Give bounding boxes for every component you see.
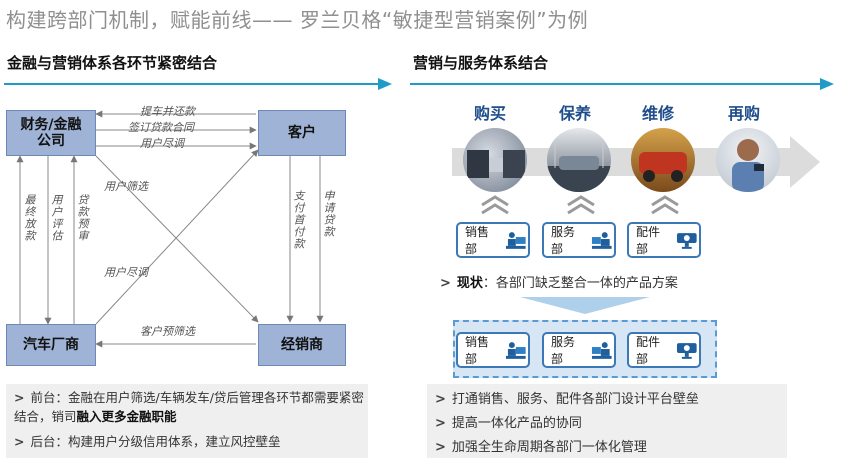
service-desk-icon (592, 342, 613, 359)
goal-item: >打通销售、服务、配件各部门设计平台壁垒 (435, 392, 699, 407)
status-line: >现状：各部门缺乏整合一体的产品方案 (440, 276, 678, 291)
repurchase-customer-photo (716, 128, 780, 192)
stage-purchase: 购买 (474, 104, 507, 123)
label-final-loan: 最终放款 (23, 194, 36, 242)
finance-company-box: 财务/金融 公司 (6, 110, 96, 156)
chevron-right-icon: > (14, 434, 25, 449)
goal-item: >提高一体化产品的协同 (435, 416, 582, 431)
goal-item: >加强全生命周期各部门一体化管理 (435, 440, 647, 455)
handshake-photo (463, 128, 527, 192)
chevron-right-icon: > (435, 392, 446, 407)
label-user-screen: 用户筛选 (104, 180, 148, 193)
oem-box: 汽车厂商 (6, 324, 96, 366)
left-notes-panel: >前台：金融在用户筛选/车辆发车/贷后管理各环节都需要紧密结合，销司融入更多金融… (6, 384, 368, 458)
dept-sales-integrated: 销售部 (456, 332, 530, 368)
dept-parts: 配件部 (627, 222, 701, 258)
label-apply-loan: 申请贷款 (322, 190, 335, 238)
sales-desk-icon (506, 232, 527, 249)
label-due-diligence-diag: 用户尽调 (104, 266, 148, 279)
goals-panel: >打通销售、服务、配件各部门设计平台壁垒 >提高一体化产品的协同 >加强全生命周… (427, 384, 787, 458)
label-user-eval: 用户评估 (50, 194, 63, 242)
label-loan-review: 贷款预审 (76, 194, 89, 242)
chevron-up-icon (481, 195, 679, 215)
chevron-right-icon: > (435, 416, 446, 431)
stage-maintenance: 保养 (559, 104, 592, 123)
label-due-diligence-top: 用户尽调 (140, 137, 184, 150)
label-sign-contract: 签订贷款合同 (128, 121, 194, 134)
label-down-payment: 支付首付款 (292, 190, 305, 250)
stage-repurchase: 再购 (728, 104, 761, 123)
service-bay-photo (547, 128, 611, 192)
service-desk-icon (592, 232, 613, 249)
right-section-heading: 营销与服务体系结合 (413, 54, 549, 72)
dept-parts-integrated: 配件部 (627, 332, 701, 368)
customer-box: 客户 (258, 110, 346, 156)
note-back: >后台：构建用户分级信用体系，建立风控壁垒 (14, 434, 281, 449)
page-title: 构建跨部门机制，赋能前线—— 罗兰贝格“敏捷型营销案例”为例 (6, 8, 589, 32)
dept-service: 服务部 (542, 222, 616, 258)
note-front: >前台：金融在用户筛选/车辆发车/贷后管理各环节都需要紧密结合，销司融入更多金融… (14, 390, 364, 424)
repair-shop-photo (631, 128, 695, 192)
chevron-right-icon: > (435, 440, 446, 455)
left-section-heading: 金融与营销体系各环节紧密结合 (7, 54, 218, 72)
sales-desk-icon (506, 342, 527, 359)
chevron-right-icon: > (440, 276, 451, 291)
parts-camera-icon (677, 233, 698, 249)
label-repay: 提车并还款 (140, 105, 195, 118)
label-prescreen: 客户预筛选 (140, 325, 195, 338)
dept-service-integrated: 服务部 (542, 332, 616, 368)
stage-repair: 维修 (642, 104, 675, 123)
parts-camera-icon (677, 343, 698, 359)
dealer-box: 经销商 (258, 324, 346, 366)
dept-sales: 销售部 (456, 222, 530, 258)
chevron-right-icon: > (14, 390, 25, 405)
